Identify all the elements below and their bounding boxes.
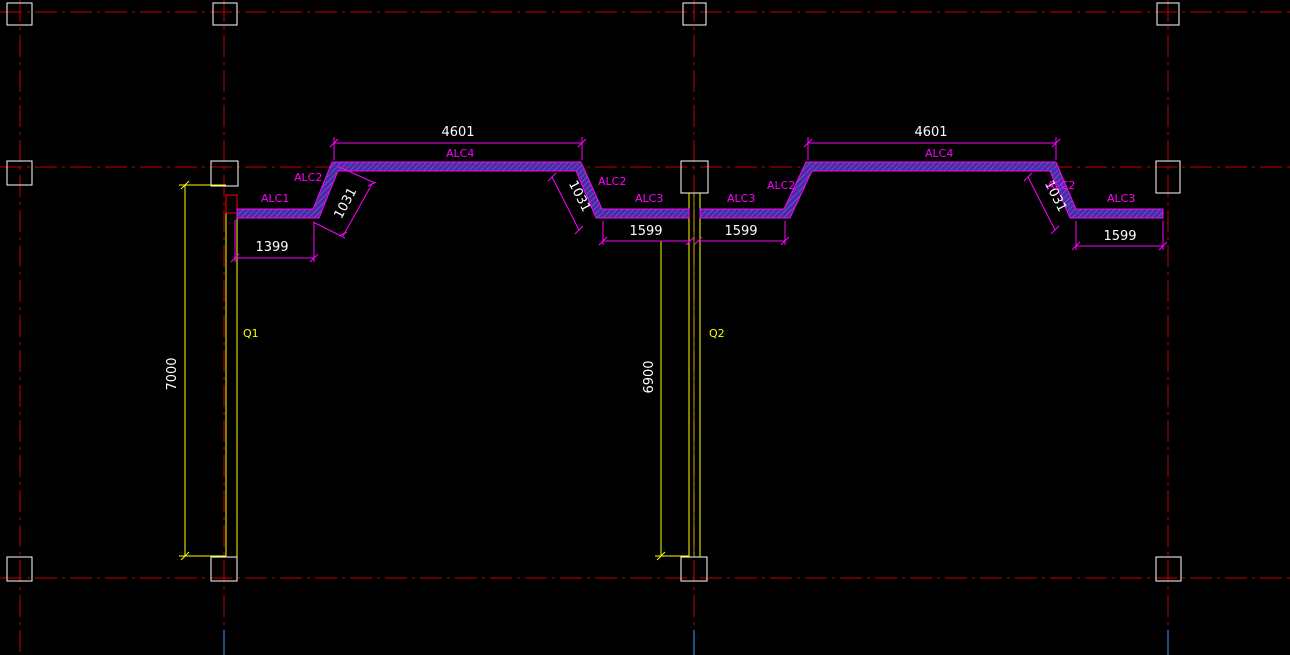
dim-1031-a-text: 1031 — [332, 185, 361, 221]
alc-wall-left-run[interactable] — [236, 161, 690, 219]
dim-7000-text: 7000 — [165, 357, 180, 390]
column-box[interactable] — [212, 2, 238, 26]
wall-label-alc3-c: ALC3 — [1107, 192, 1135, 205]
wall-label-alc4-a: ALC4 — [446, 147, 474, 160]
wall-label-alc2-b: ALC2 — [598, 175, 626, 188]
wall-label-alc4-b: ALC4 — [925, 147, 953, 160]
dim-4601-right-text: 4601 — [914, 125, 947, 140]
column-box[interactable] — [1155, 160, 1181, 194]
q1-junction — [225, 194, 238, 214]
dim-1599-c-text: 1599 — [1103, 229, 1136, 244]
dim-6900-text: 6900 — [642, 360, 657, 393]
column-box[interactable] — [210, 160, 239, 187]
q-walls — [179, 180, 701, 561]
dimension-lines — [230, 137, 1168, 263]
column-box[interactable] — [6, 160, 33, 186]
dim-1399-text: 1399 — [255, 240, 288, 255]
column-box[interactable] — [1156, 2, 1180, 26]
wall-label-alc2-d: ALC2 — [1047, 179, 1075, 192]
column-box[interactable] — [210, 556, 238, 582]
column-box[interactable] — [6, 2, 33, 26]
dim-1599-b-text: 1599 — [724, 224, 757, 239]
wall-label-alc2-c: ALC2 — [767, 179, 795, 192]
dim-1031-b-line — [551, 176, 580, 231]
axis-tails — [223, 630, 1169, 655]
alc-walls — [236, 161, 1164, 219]
columns — [6, 2, 1182, 582]
q1-dim-tick-top — [180, 180, 190, 190]
dim-1031-a-line — [342, 183, 373, 237]
q1-label: Q1 — [243, 327, 259, 340]
column-box[interactable] — [1155, 556, 1182, 582]
alc-wall-right-run[interactable] — [699, 161, 1164, 219]
wall-label-alc1: ALC1 — [261, 192, 289, 205]
wall-label-alc3-a: ALC3 — [635, 192, 663, 205]
dim-4601-left-text: 4601 — [441, 125, 474, 140]
wall-label-alc2-a: ALC2 — [294, 171, 322, 184]
q1-dim-tick-bottom — [180, 551, 190, 561]
wall-label-alc3-b: ALC3 — [727, 192, 755, 205]
dim-1031-c-line — [1027, 176, 1056, 231]
q2-label: Q2 — [709, 327, 725, 340]
q2-dim-tick-bottom — [656, 551, 666, 561]
dim-1599-a-text: 1599 — [629, 224, 662, 239]
column-box[interactable] — [6, 556, 33, 582]
column-box[interactable] — [682, 2, 707, 26]
